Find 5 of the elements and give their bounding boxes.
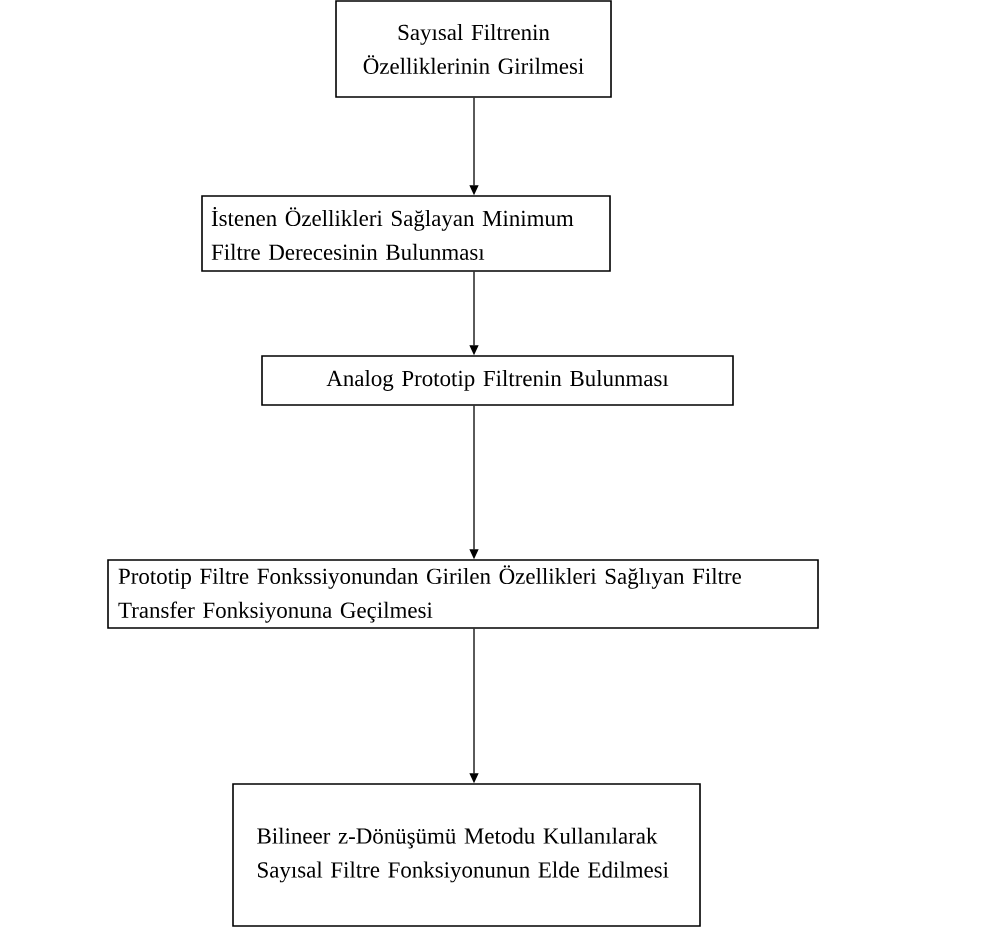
process-box: Sayısal Filtrenin Özelliklerinin Girilmesi [335, 0, 612, 98]
process-box: Prototip Filtre Fonkssiyonundan Girilen Özellikleri Sağlıyan Filtre Transfer Fonksiyonuna Geçilmesi [107, 559, 819, 629]
process-box: İstenen Özellikleri Sağlayan Minimum Filtre Derecesinin Bulunması [201, 195, 611, 272]
process-box: Analog Prototip Filtrenin Bulunması [261, 355, 734, 406]
process-box: Bilineer z-Dönüşümü Metodu Kullanılarak Sayısal Filtre Fonksiyonunun Elde Edilmesi [232, 783, 701, 927]
